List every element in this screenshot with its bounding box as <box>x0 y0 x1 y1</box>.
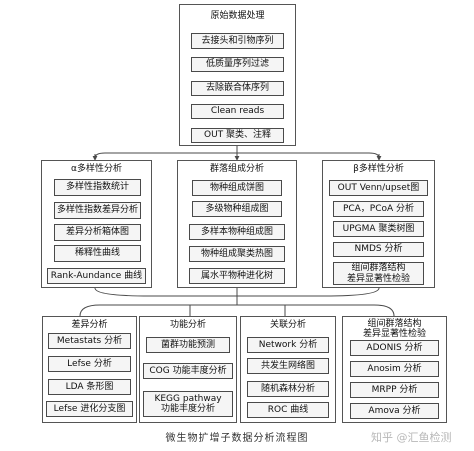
assoc-item-roc: ROC 曲线 <box>247 402 329 418</box>
preprocess-title: 原始数据处理 <box>210 11 265 21</box>
assoc-item-cooccur: 共发生网络图 <box>247 358 329 374</box>
alpha-item-rank: Rank-Aundance 曲线 <box>47 268 146 284</box>
diff-item-metastats: Metastats 分析 <box>48 333 131 349</box>
assoc-title: 关联分析 <box>269 320 306 330</box>
group-item-adonis: ADONIS 分析 <box>350 340 439 356</box>
preprocess-step-clean: Clean reads <box>191 104 284 119</box>
beta-item-upgma: UPGMA 聚类树图 <box>333 221 424 237</box>
diff-item-lda: LDA 条形图 <box>48 379 131 395</box>
group-item-amova: Amova 分析 <box>350 403 439 419</box>
community-title: 群落组成分析 <box>209 164 264 174</box>
beta-item-group-test: 组间群落结构 差异显著性检验 <box>333 262 424 285</box>
watermark-text: 知乎 @汇鱼检测 <box>371 431 452 444</box>
preprocess-step-trim: 去接头和引物序列 <box>191 33 284 49</box>
preprocess-step-filter: 低质量序列过滤 <box>191 57 284 72</box>
community-item-heatmap: 物种组成聚类热图 <box>189 246 285 262</box>
func-item-predict: 菌群功能预测 <box>146 337 230 353</box>
beta-item-venn: OUT Venn/upset图 <box>329 180 428 196</box>
group-item-mrpp: MRPP 分析 <box>350 382 439 398</box>
group-item-anosim: Anosim 分析 <box>350 361 439 377</box>
func-item-kegg: KEGG pathway 功能丰度分析 <box>143 391 233 417</box>
branch-curve-bottom <box>79 304 395 317</box>
beta-title: β多样性分析 <box>353 164 404 174</box>
watermark: 知乎 @汇鱼检测 <box>371 429 452 445</box>
diff-item-lefse: Lefse 分析 <box>48 356 131 372</box>
preprocess-panel: 原始数据处理 <box>179 4 296 146</box>
func-title: 功能分析 <box>169 320 206 330</box>
alpha-item-rarefaction: 稀释性曲线 <box>54 245 141 262</box>
community-item-multisample: 多样本物种组成图 <box>189 224 285 240</box>
diff-item-cladogram: Lefse 进化分支图 <box>46 401 133 417</box>
group-title: 组间群落结构 差异显著性检验 <box>362 319 426 340</box>
alpha-item-diff: 多样性指数差异分析 <box>54 202 141 219</box>
preprocess-step-otu: OUT 聚类、注释 <box>191 128 284 143</box>
diff-title: 差异分析 <box>71 320 108 330</box>
assoc-item-network: Network 分析 <box>247 337 329 353</box>
preprocess-step-chimera: 去除嵌合体序列 <box>191 81 284 96</box>
community-item-pie: 物种组成饼图 <box>192 180 282 196</box>
assoc-item-rf: 随机森林分析 <box>247 381 329 397</box>
figure-caption: 微生物扩增子数据分析流程图 <box>165 433 309 444</box>
beta-item-pca: PCA，PCoA 分析 <box>333 201 424 217</box>
alpha-item-boxplot: 差异分析箱体图 <box>54 224 141 241</box>
alpha-title: α多样性分析 <box>71 164 122 174</box>
community-item-multilevel: 多级物种组成图 <box>192 201 282 217</box>
community-item-tree: 属水平物种进化树 <box>189 268 285 284</box>
beta-item-nmds: NMDS 分析 <box>333 242 424 257</box>
func-item-cog: COG 功能丰度分析 <box>143 363 233 379</box>
alpha-item-index: 多样性指数统计 <box>54 179 141 196</box>
